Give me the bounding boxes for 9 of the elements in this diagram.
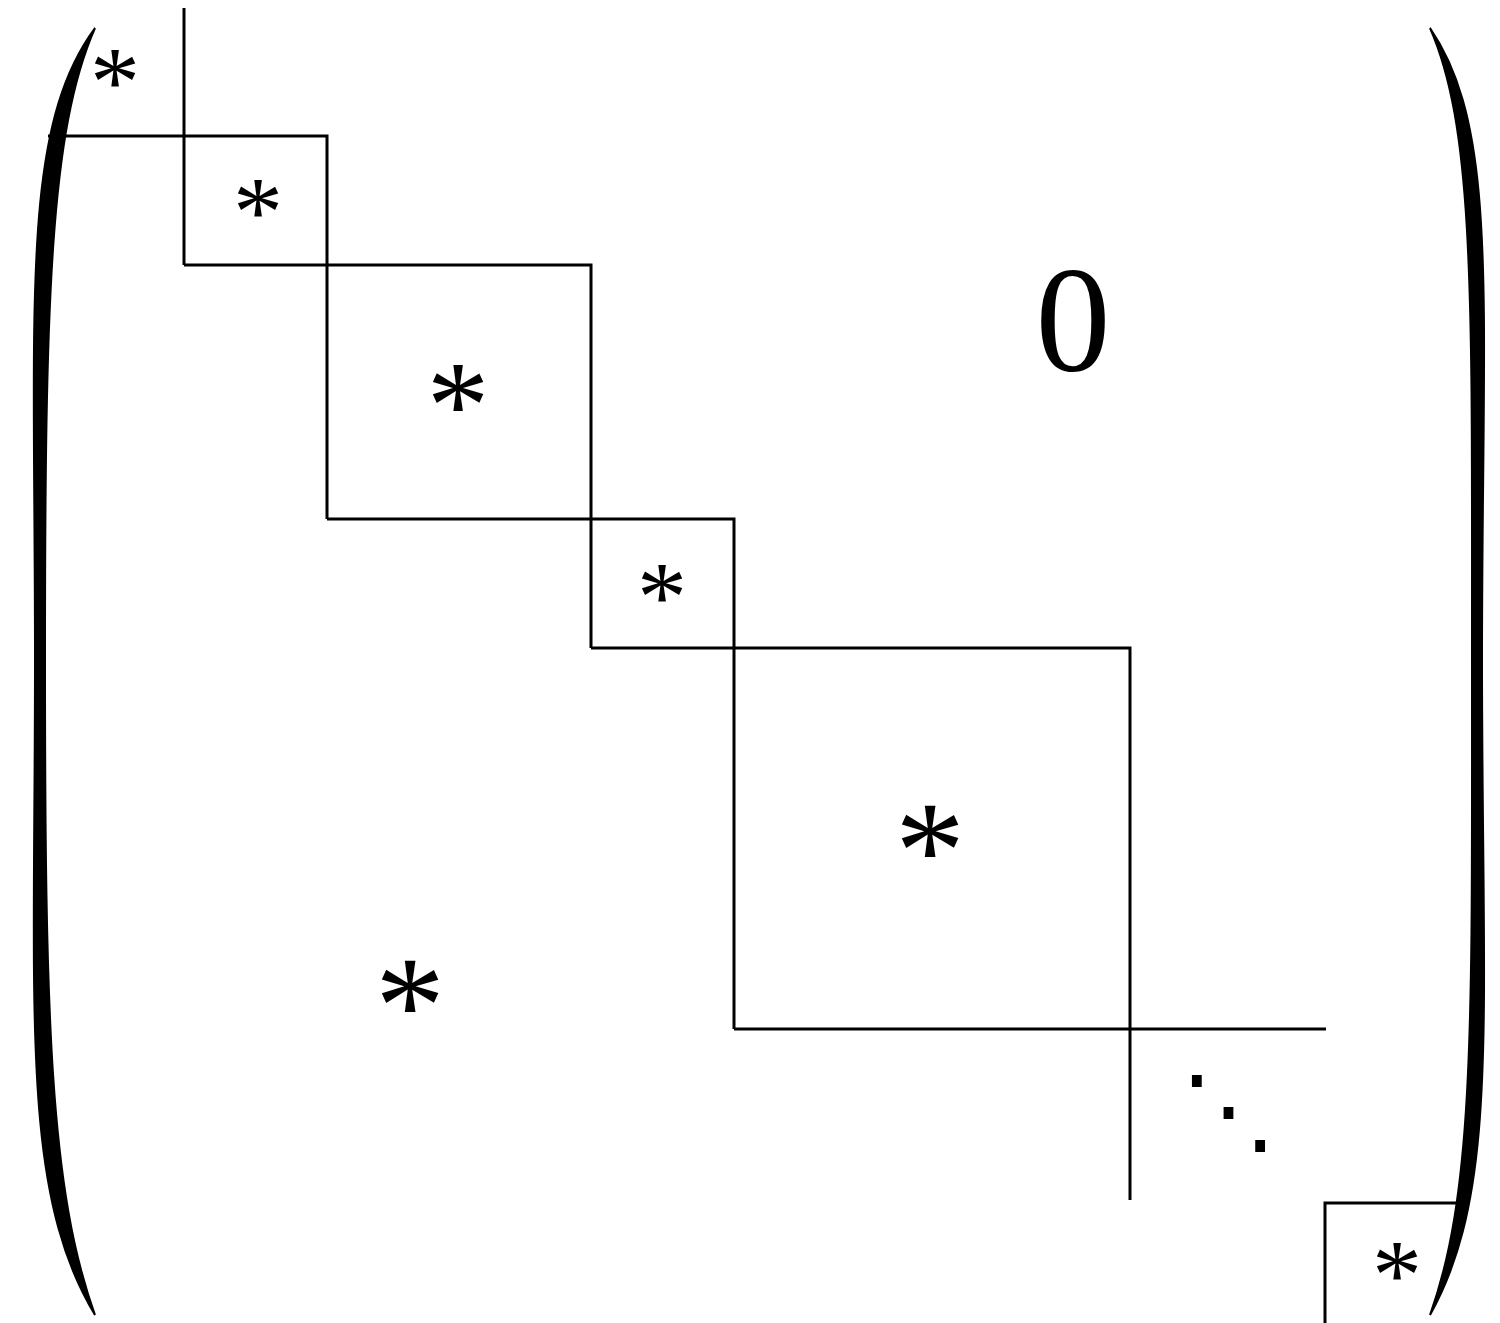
matrix-entry: * [895, 780, 965, 920]
matrix-entry: * [426, 342, 490, 468]
matrix-entry: * [1372, 1225, 1422, 1323]
diagonal-dots: ⋱ [1180, 1062, 1276, 1158]
matrix-entry: * [637, 547, 687, 647]
matrix-entry: 0 [1035, 245, 1111, 395]
matrix-entry: * [233, 162, 283, 262]
matrix-entry: * [90, 32, 140, 132]
matrix-entry: * [375, 935, 445, 1075]
